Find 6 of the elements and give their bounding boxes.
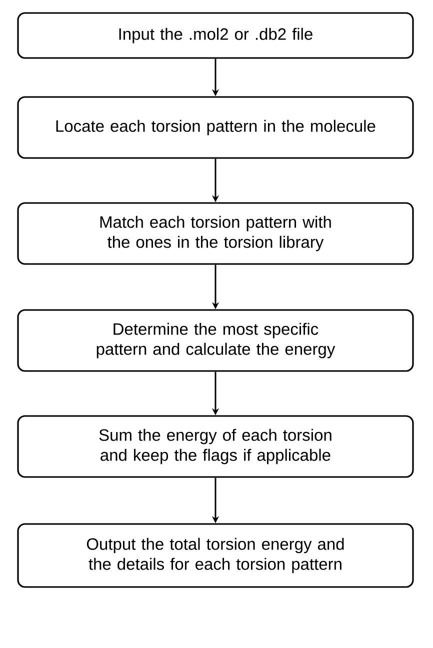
process-box: Locate each torsion pattern in the molecule [17, 96, 414, 159]
process-box: Output the total torsion energy and the details for each torsion pattern [17, 523, 414, 588]
process-box: Match each torsion pattern with the ones in the torsion library [17, 202, 414, 265]
process-box: Input the .mol2 or .db2 file [17, 12, 414, 59]
process-box: Determine the most specific pattern and calculate the energy [17, 309, 414, 372]
process-box: Sum the energy of each torsion and keep the flags if applicable [17, 415, 414, 478]
